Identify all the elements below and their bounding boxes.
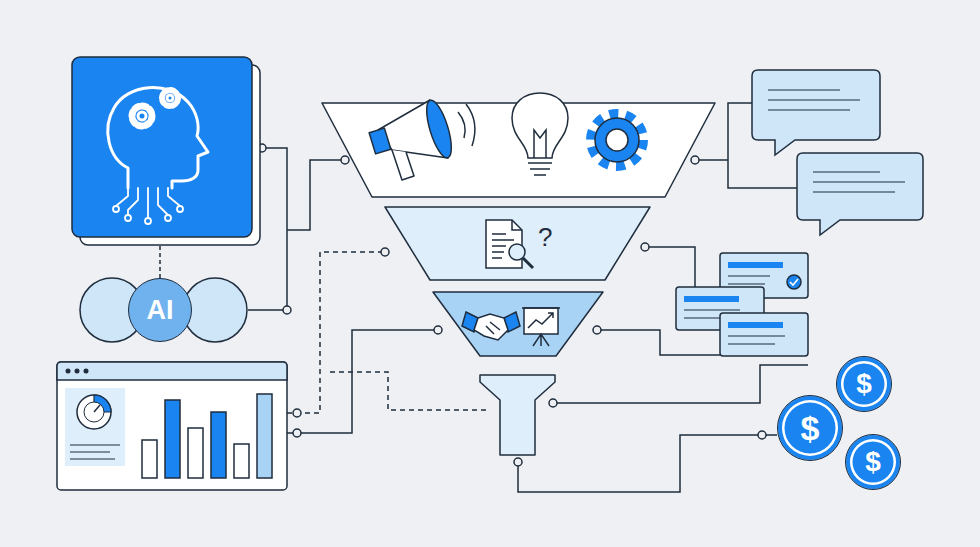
dollar-coin: $ [836,356,892,412]
coin-symbol: $ [865,446,881,478]
dollar-coin: $ [777,395,843,461]
node-label: AI [147,295,174,326]
dollar-coin: $ [845,434,901,490]
coin-symbol: $ [856,368,872,400]
ai-circle: AI [128,278,192,342]
question-mark: ? [538,222,552,253]
coin-symbol: $ [801,409,820,448]
